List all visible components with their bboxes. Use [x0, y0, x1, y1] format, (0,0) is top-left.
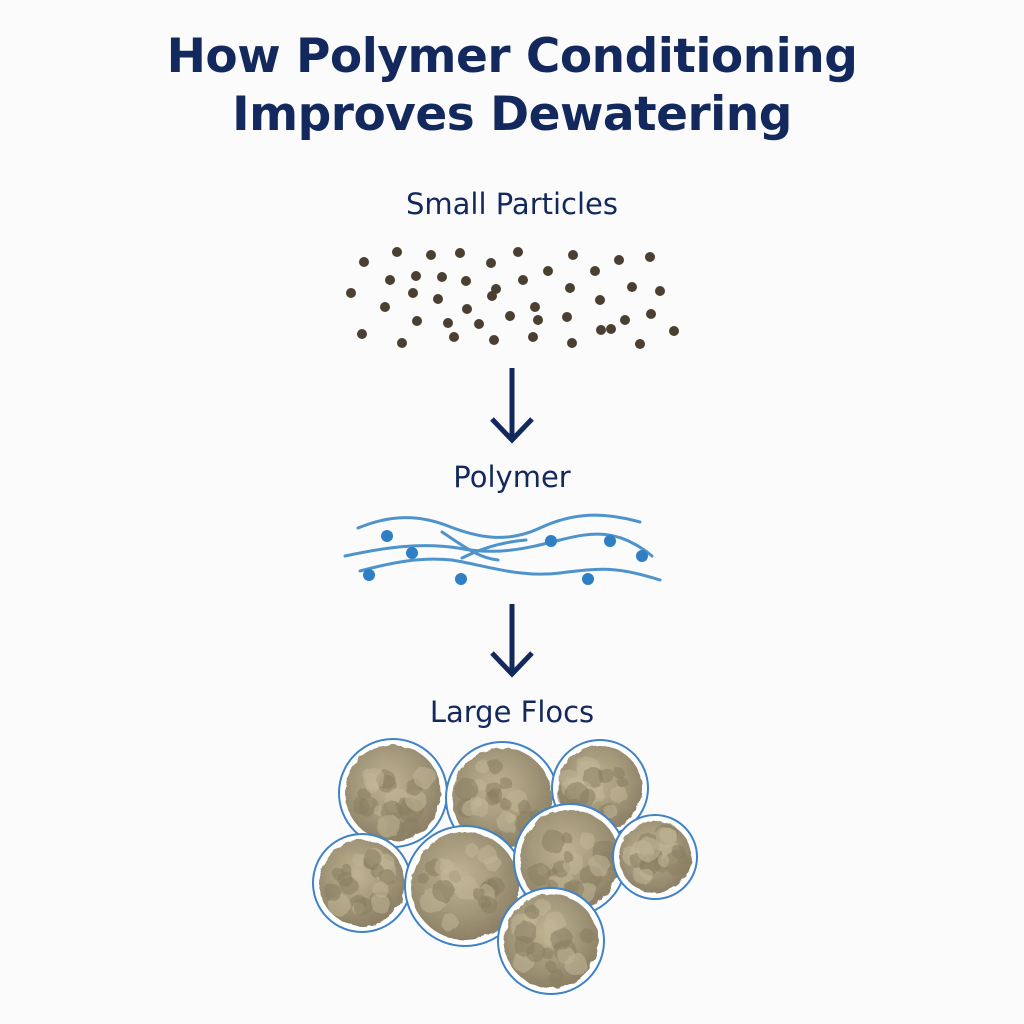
stage-label-small-particles: Small Particles — [405, 187, 619, 221]
floc-cluster-icon — [312, 738, 698, 995]
polymer-strand-icon — [343, 513, 662, 585]
stage-label-large-flocs: Large Flocs — [429, 695, 595, 729]
particle-cluster-icon — [346, 247, 679, 349]
arrow-down-icon — [490, 604, 534, 678]
title-line-1: How Polymer Conditioning — [166, 29, 858, 84]
page-title: How Polymer Conditioning Improves Dewate… — [0, 28, 1024, 144]
stage-label-polymer: Polymer — [453, 460, 571, 494]
arrow-down-icon — [490, 368, 534, 444]
title-line-2: Improves Dewatering — [232, 87, 792, 142]
